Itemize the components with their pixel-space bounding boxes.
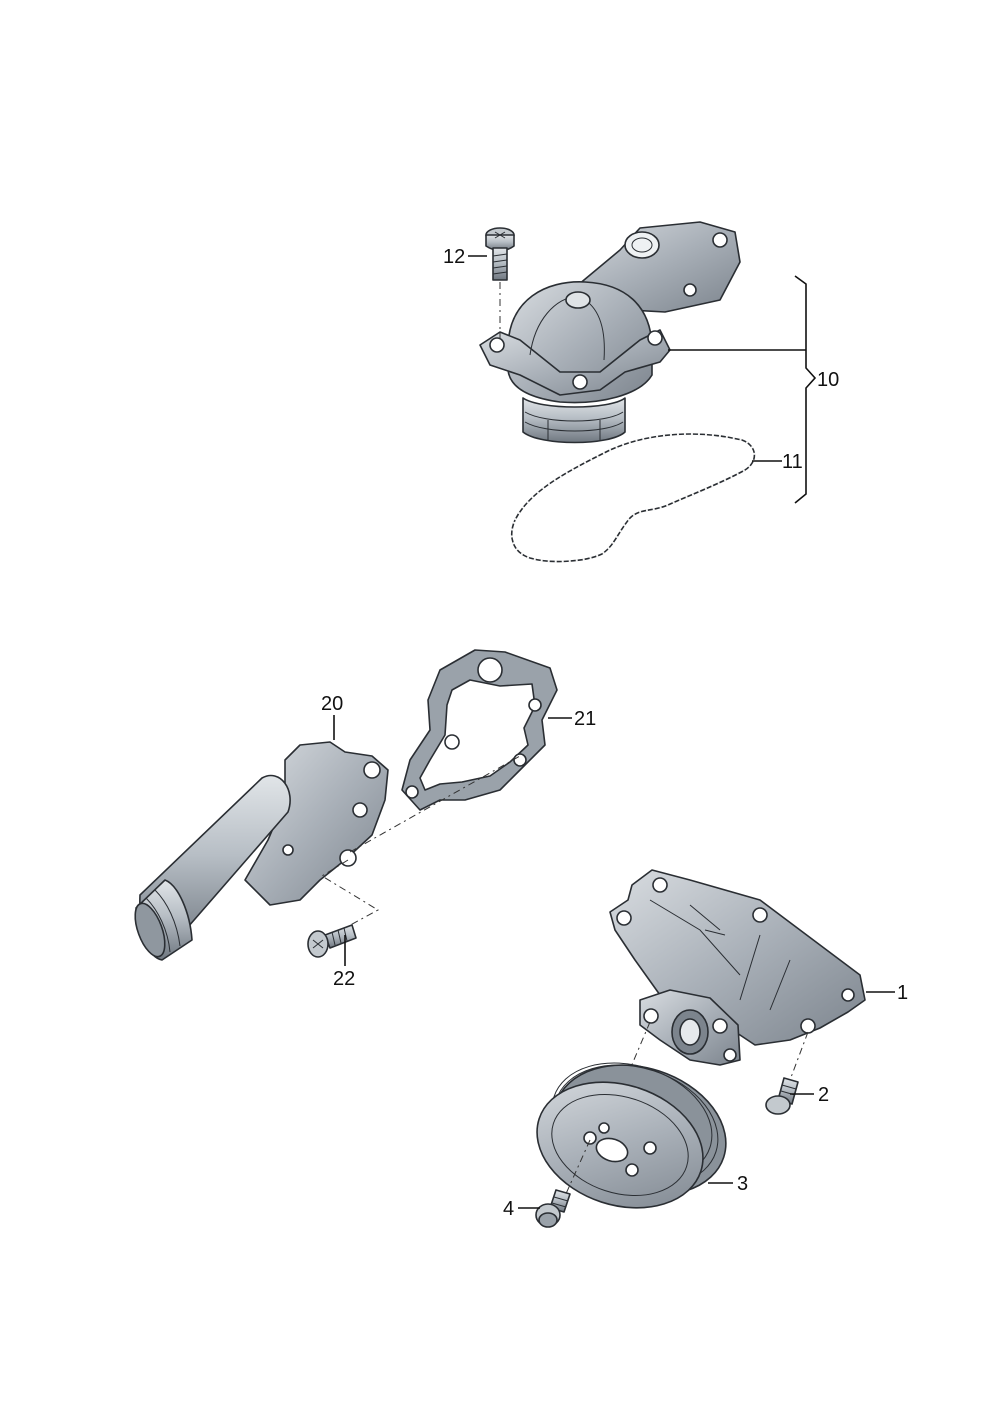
bolt-4: [535, 1189, 571, 1228]
callout-2: 2: [818, 1084, 829, 1106]
group-bracket: [794, 275, 817, 504]
callout-11: 11: [782, 451, 803, 473]
coolant-flange: [134, 741, 389, 961]
callout-22: 22: [333, 968, 355, 990]
bolt-22: [307, 924, 357, 958]
callout-21: 21: [574, 708, 596, 730]
bolt-12: [485, 227, 515, 281]
thermostat-housing: [479, 221, 741, 444]
thermostat-gasket: [510, 432, 756, 563]
bolt-2: [765, 1077, 799, 1115]
water-pump: [609, 869, 866, 1066]
assembly-line: [564, 1139, 591, 1197]
callout-1: 1: [897, 982, 908, 1004]
flange-gasket: [401, 649, 558, 811]
assembly-line: [349, 755, 521, 853]
callout-10: 10: [817, 369, 839, 391]
pulley: [536, 1062, 727, 1209]
callout-3: 3: [737, 1173, 748, 1195]
assembly-line: [321, 859, 380, 929]
callout-20: 20: [321, 693, 343, 715]
callout-12: 12: [443, 246, 465, 268]
callout-4: 4: [503, 1198, 514, 1220]
